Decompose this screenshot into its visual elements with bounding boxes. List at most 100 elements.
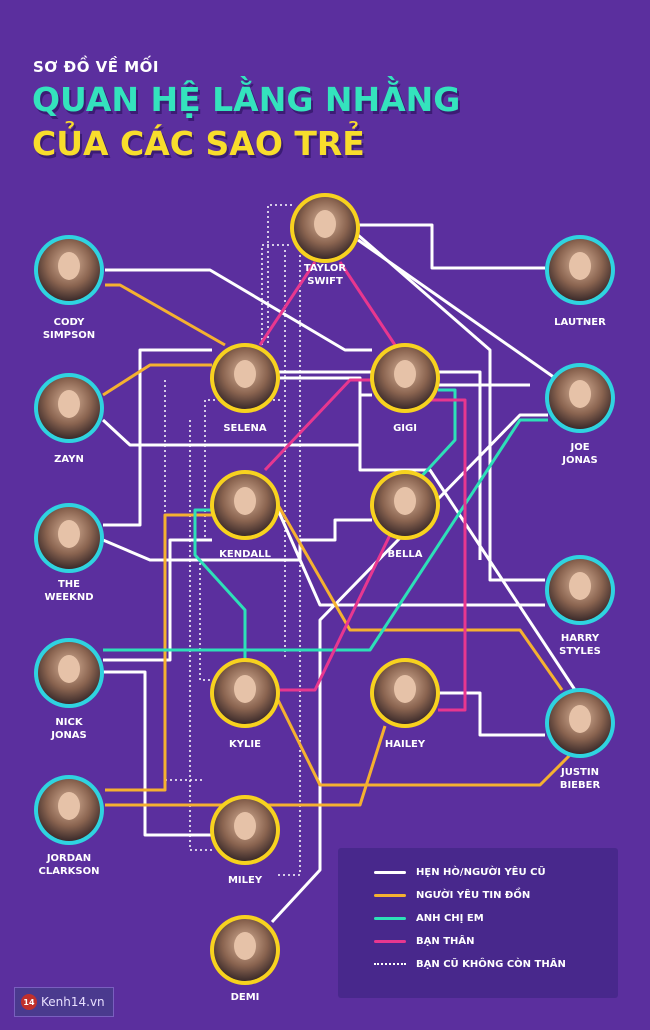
legend-item-dating: HẸN HÒ/NGƯỜI YÊU CŨ bbox=[374, 864, 546, 880]
node-hailey[interactable] bbox=[370, 658, 440, 728]
avatar-face-icon bbox=[394, 487, 416, 515]
node-label-nick: NICK JONAS bbox=[14, 716, 124, 742]
dating-line bbox=[358, 223, 545, 270]
former-friends-line bbox=[199, 560, 215, 681]
node-label-miley: MILEY bbox=[190, 874, 300, 887]
node-kylie[interactable] bbox=[210, 658, 280, 728]
kenh14-logo[interactable]: 14 Kenh14.vn bbox=[14, 987, 114, 1017]
former-friends-line bbox=[261, 244, 292, 345]
node-label-line: DEMI bbox=[230, 992, 260, 1003]
legend-swatch bbox=[374, 870, 406, 874]
node-bella[interactable] bbox=[370, 470, 440, 540]
node-label-line: JONAS bbox=[51, 730, 87, 741]
node-demi[interactable] bbox=[210, 915, 280, 985]
node-kendall[interactable] bbox=[210, 470, 280, 540]
best-friends-line bbox=[263, 378, 372, 472]
node-label-gigi: GIGI bbox=[350, 422, 460, 435]
dating-line bbox=[105, 268, 372, 352]
avatar-face-icon bbox=[569, 252, 591, 280]
legend-item-former-friends: BẠN CŨ KHÔNG CÒN THÂN bbox=[374, 956, 566, 972]
node-selena[interactable] bbox=[210, 343, 280, 413]
node-joe[interactable] bbox=[545, 363, 615, 433]
node-gigi[interactable] bbox=[370, 343, 440, 413]
node-label-line: SWIFT bbox=[307, 276, 343, 287]
node-label-line: JORDAN bbox=[46, 853, 92, 864]
dating-line bbox=[276, 509, 545, 607]
node-label-line: CODY bbox=[53, 317, 85, 328]
avatar-face-icon bbox=[394, 360, 416, 388]
node-label-line: KENDALL bbox=[219, 549, 271, 560]
node-label-cody: CODY SIMPSON bbox=[14, 316, 124, 342]
best-friends-line bbox=[278, 534, 392, 692]
legend-label: HẸN HÒ/NGƯỜI YÊU CŨ bbox=[416, 866, 546, 878]
siblings-line bbox=[103, 418, 548, 652]
avatar-face-icon bbox=[58, 520, 80, 548]
avatar-face-icon bbox=[569, 705, 591, 733]
avatar-face-icon bbox=[58, 655, 80, 683]
node-harry[interactable] bbox=[545, 555, 615, 625]
node-label-bella: BELLA bbox=[350, 548, 460, 561]
siblings-line bbox=[193, 508, 247, 660]
node-cody[interactable] bbox=[34, 235, 104, 305]
rumored-line bbox=[105, 513, 212, 792]
node-label-lautner: LAUTNER bbox=[525, 316, 635, 329]
node-nick[interactable] bbox=[34, 638, 104, 708]
legend-item-rumored: NGƯỜI YÊU TIN ĐỒN bbox=[374, 887, 530, 903]
node-label-kendall: KENDALL bbox=[190, 548, 300, 561]
avatar-face-icon bbox=[234, 360, 256, 388]
node-zayn[interactable] bbox=[34, 373, 104, 443]
legend-swatch bbox=[374, 963, 406, 965]
node-label-line: JOE bbox=[570, 442, 590, 453]
best-friends-line bbox=[420, 398, 467, 712]
node-jordan[interactable] bbox=[34, 775, 104, 845]
node-weeknd[interactable] bbox=[34, 503, 104, 573]
dating-line bbox=[103, 670, 212, 837]
node-miley[interactable] bbox=[210, 795, 280, 865]
logo-text: Kenh14.vn bbox=[41, 995, 105, 1009]
node-lautner[interactable] bbox=[545, 235, 615, 305]
avatar-face-icon bbox=[234, 812, 256, 840]
node-label-line: LAUTNER bbox=[554, 317, 606, 328]
logo-badge-icon: 14 bbox=[21, 994, 37, 1010]
legend-item-best-friends: BẠN THÂN bbox=[374, 933, 475, 949]
node-label-line: SELENA bbox=[223, 423, 267, 434]
pre-title: SƠ ĐỒ VỀ MỐI bbox=[33, 58, 160, 76]
dating-line bbox=[103, 538, 212, 662]
legend-label: ANH CHỊ EM bbox=[416, 912, 484, 924]
avatar-face-icon bbox=[569, 572, 591, 600]
node-label-line: JONAS bbox=[562, 455, 598, 466]
legend-item-siblings: ANH CHỊ EM bbox=[374, 910, 484, 926]
dating-line bbox=[102, 518, 372, 562]
node-label-line: NICK bbox=[55, 717, 83, 728]
node-label-line: JUSTIN bbox=[561, 767, 599, 778]
siblings-line bbox=[418, 388, 457, 480]
node-label-joe: JOE JONAS bbox=[525, 441, 635, 467]
legend-label: BẠN CŨ KHÔNG CÒN THÂN bbox=[416, 958, 566, 970]
avatar-face-icon bbox=[234, 675, 256, 703]
rumored-line bbox=[102, 363, 212, 397]
node-label-demi: DEMI bbox=[190, 991, 300, 1004]
node-label-line: BIEBER bbox=[559, 780, 601, 791]
node-label-line: ZAYN bbox=[54, 454, 84, 465]
node-taylor[interactable] bbox=[290, 193, 360, 263]
node-label-zayn: ZAYN bbox=[14, 453, 124, 466]
dating-line bbox=[270, 413, 548, 924]
node-label-line: WEEKND bbox=[44, 592, 94, 603]
node-justin[interactable] bbox=[545, 688, 615, 758]
dating-line bbox=[278, 376, 577, 691]
avatar-face-icon bbox=[314, 210, 336, 238]
avatar-face-icon bbox=[234, 932, 256, 960]
node-label-line: CLARKSON bbox=[38, 866, 100, 877]
rumored-line bbox=[276, 699, 572, 787]
node-label-line: GIGI bbox=[393, 423, 417, 434]
title-line-2: CỦA CÁC SAO TRẺ bbox=[32, 124, 365, 163]
best-friends-line bbox=[338, 261, 397, 346]
best-friends-line bbox=[258, 261, 317, 346]
node-label-line: HAILEY bbox=[384, 739, 426, 750]
node-label-line: SIMPSON bbox=[42, 330, 96, 341]
rumored-line bbox=[276, 504, 564, 691]
node-label-kylie: KYLIE bbox=[190, 738, 300, 751]
